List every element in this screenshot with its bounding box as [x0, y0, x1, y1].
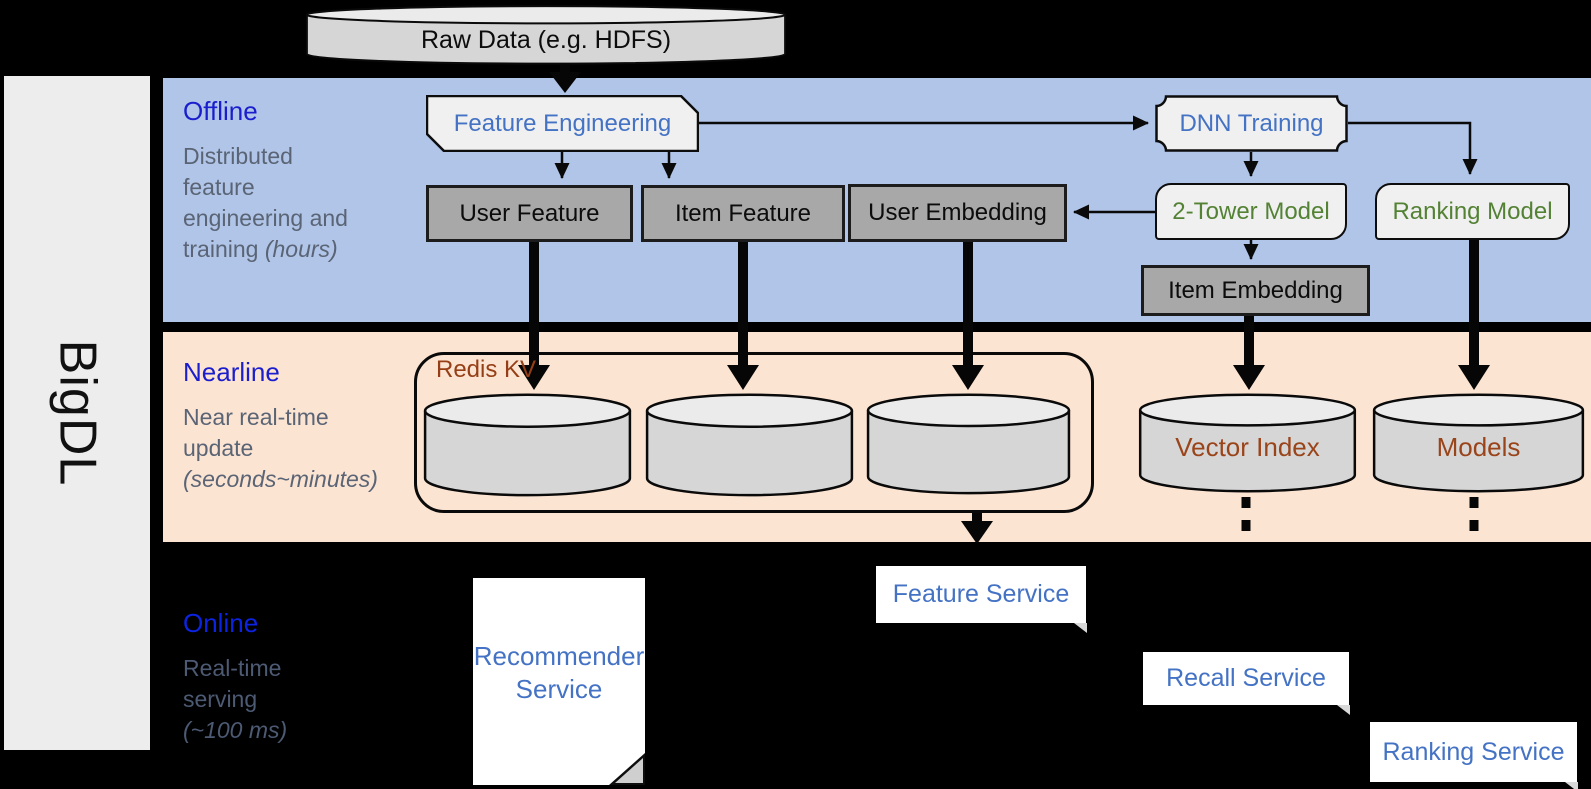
cylinder-shape: [1372, 392, 1585, 493]
feature-service-label: Feature Service: [892, 580, 1070, 608]
page-curl-icon: [1074, 623, 1087, 633]
dnn-training-label: DNN Training: [1179, 109, 1324, 137]
recommender-service-label: Recommender Service: [473, 641, 645, 704]
feature-engineering-label: Feature Engineering: [453, 109, 672, 137]
cylinder-shape: [866, 392, 1071, 495]
snip-corner-shape: [426, 95, 699, 152]
node-user-embedding: User Embedding: [848, 184, 1067, 242]
two-tower-model-label: 2-Tower Model: [1172, 197, 1330, 225]
node-dnn-training: DNN Training: [1155, 95, 1348, 152]
models-store: Models: [1372, 392, 1585, 493]
vector-index-store: Vector Index: [1138, 392, 1357, 493]
offline-section-label: Offline Distributed feature engineering …: [183, 94, 448, 265]
user-feature-label: User Feature: [459, 199, 600, 227]
cylinder-shape: [302, 4, 790, 66]
item-embedding-label: Item Embedding: [1168, 276, 1343, 304]
node-two-tower-model: 2-Tower Model: [1155, 183, 1347, 240]
nearline-title: Nearline: [183, 357, 280, 387]
node-ranking-model: Ranking Model: [1375, 183, 1570, 240]
item-feature-label: Item Feature: [674, 199, 812, 227]
online-title: Online: [183, 608, 259, 638]
redis-kv-container: [414, 352, 1094, 513]
recall-service-label: Recall Service: [1166, 664, 1326, 692]
node-item-feature: Item Feature: [641, 185, 845, 242]
ranking-service-label: Ranking Service: [1382, 737, 1565, 766]
raw-data-store: Raw Data (e.g. HDFS): [302, 4, 790, 66]
vector-index-label: Vector Index: [1175, 432, 1320, 462]
nearline-description: Near real-time update (seconds~minutes): [183, 404, 378, 492]
node-feature-engineering: Feature Engineering: [426, 95, 699, 152]
nearline-section-label: Nearline Near real-time update (seconds~…: [183, 355, 448, 495]
feature-service-node: Feature Service: [876, 566, 1087, 633]
recommender-service-document: Recommender Service: [473, 578, 645, 785]
cylinder-shape: [423, 392, 632, 497]
plaque-shape: [1155, 95, 1348, 152]
models-label: Models: [1436, 432, 1521, 462]
wire-dnn-to-rankingmodel: [1348, 121, 1478, 175]
cylinder-shape: [645, 392, 854, 497]
recall-service-node: Recall Service: [1143, 652, 1350, 715]
node-user-feature: User Feature: [426, 185, 633, 242]
document-page-shape: [473, 578, 645, 785]
user-embedding-label: User Embedding: [868, 199, 1047, 226]
offline-title: Offline: [183, 96, 258, 126]
offline-description: Distributed feature engineering and trai…: [183, 143, 348, 262]
raw-data-label: Raw Data (e.g. HDFS): [420, 26, 672, 54]
page-curl-icon: [1565, 782, 1578, 789]
redis-cylinder-2: [645, 392, 854, 497]
ranking-service-node: Ranking Service: [1370, 722, 1578, 789]
online-section-label: Online Real-time serving (~100 ms): [183, 606, 448, 746]
redis-cylinder-3: [866, 392, 1071, 495]
online-description: Real-time serving (~100 ms): [183, 655, 288, 743]
redis-cylinder-1: [423, 392, 632, 497]
redis-kv-label: Redis KV: [436, 356, 537, 383]
document-fold-inner: [615, 758, 643, 783]
cylinder-shape: [1138, 392, 1357, 493]
page-curl-icon: [1337, 705, 1350, 715]
node-item-embedding: Item Embedding: [1141, 265, 1370, 316]
bigdl-sidebar: BigDL: [4, 76, 150, 750]
ranking-model-label: Ranking Model: [1392, 197, 1553, 225]
